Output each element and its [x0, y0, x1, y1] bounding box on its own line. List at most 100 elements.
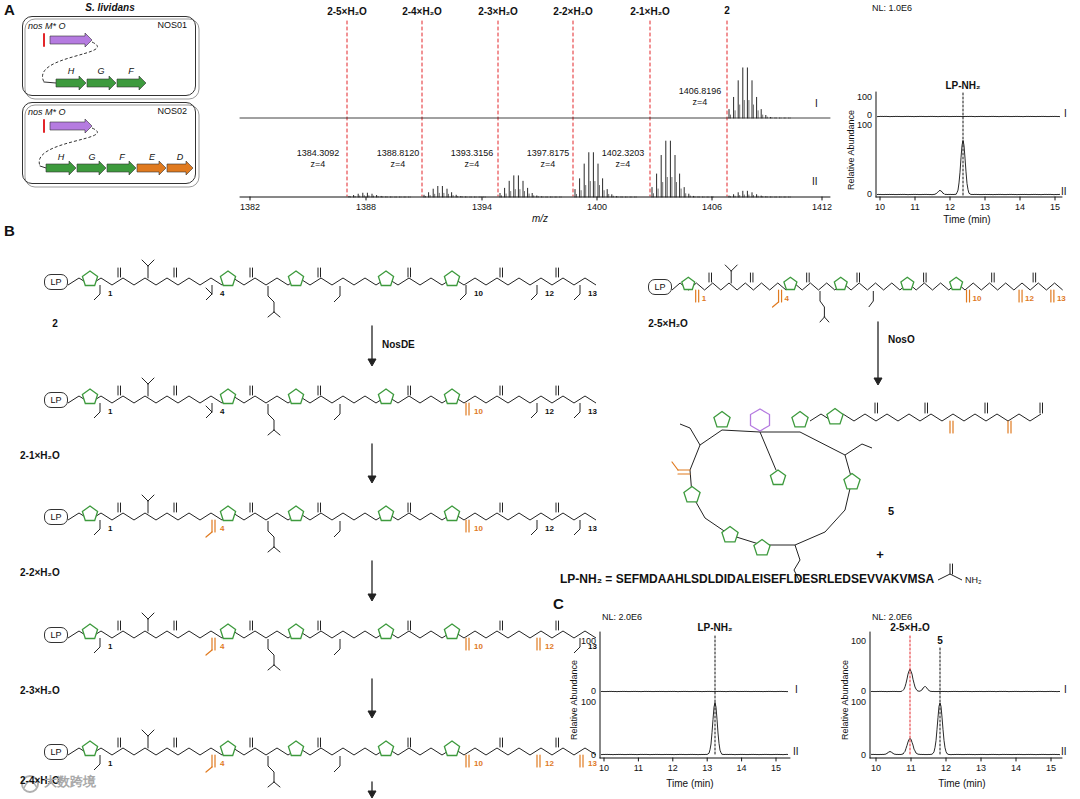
isotope-peak	[738, 193, 739, 197]
isotope-peak	[670, 141, 671, 197]
isotope-peak	[451, 193, 452, 197]
species-label: 2-2×H₂O	[553, 6, 593, 18]
bond-line	[142, 378, 148, 384]
arrow-head	[368, 594, 376, 601]
tick	[712, 197, 713, 200]
isotope-peak	[588, 153, 589, 197]
isotope-peak	[448, 194, 449, 197]
dehydro-bond	[672, 462, 678, 470]
bond-line	[410, 621, 411, 630]
dehydro-bond	[465, 755, 466, 767]
isotope-peak	[541, 196, 542, 197]
isotope-peak	[425, 196, 426, 198]
side-chain	[334, 404, 340, 420]
bond-line	[927, 403, 928, 413]
dehydro-bond	[678, 473, 690, 474]
peptide-backbone	[68, 631, 596, 638]
residue-number: 10	[474, 289, 483, 298]
isotope-peak	[788, 117, 789, 118]
bond-line	[148, 619, 149, 631]
bond-line	[142, 613, 148, 619]
isotope-peak	[401, 196, 402, 197]
bond-line	[176, 738, 177, 747]
arrow-head	[368, 359, 376, 366]
bond-line	[987, 403, 988, 413]
box-shadow	[25, 105, 199, 187]
isotope-peak	[747, 68, 748, 118]
dehydro-bond	[206, 767, 212, 772]
thiazole-ring	[220, 506, 235, 521]
isotope-peak	[524, 191, 525, 197]
peptide-backbone	[68, 513, 596, 520]
bond-line	[118, 738, 119, 747]
watermark: 大数跨境	[44, 775, 96, 790]
bond-line	[558, 621, 559, 630]
tick	[985, 197, 986, 200]
residue-number: 10	[474, 759, 483, 768]
isotope-peak	[466, 196, 467, 197]
residue-number: 1	[702, 294, 706, 303]
isotope-peak	[622, 196, 623, 197]
tick-label: 13	[976, 763, 986, 773]
thiazole-ring	[378, 506, 393, 521]
bond-line	[320, 268, 321, 277]
isotope-peak	[698, 196, 699, 197]
isotope-peak	[779, 117, 780, 118]
bond-line	[252, 621, 253, 630]
compound-label: 2-3×H₂O	[20, 685, 60, 697]
tick-label: 100	[581, 636, 596, 646]
bond-line	[806, 273, 807, 282]
bond-line	[502, 503, 503, 512]
bond-line	[118, 621, 119, 630]
isotope-peak	[362, 193, 363, 197]
thiazole-ring	[714, 412, 730, 427]
leader-peptide-box: LP	[44, 274, 68, 290]
isotope-peak	[742, 68, 743, 118]
tick-label: 14	[1015, 202, 1025, 212]
chromatogram-trace	[601, 703, 788, 756]
bond-line	[824, 317, 828, 322]
amide-bond	[938, 574, 962, 580]
isotope-peak	[653, 194, 654, 197]
bond-line	[174, 503, 175, 512]
species-label: 2	[724, 5, 730, 17]
dehydro-bond	[773, 302, 779, 307]
isotope-peak	[604, 191, 605, 197]
isotope-peak	[404, 196, 405, 197]
plus-sign: +	[876, 548, 884, 563]
bond-line	[274, 547, 280, 552]
isotope-peak	[443, 193, 444, 197]
axis-title: Relative Abundance	[840, 660, 850, 740]
isotope-peak	[707, 196, 708, 197]
isotope-peak	[501, 196, 502, 197]
isotope-peak	[378, 196, 379, 198]
isotope-peak	[621, 196, 622, 197]
side-chain	[94, 403, 100, 418]
axis-title: Time (min)	[938, 778, 985, 790]
mutation-mark	[43, 120, 45, 132]
bond-line	[558, 738, 559, 747]
isotope-peak	[405, 196, 406, 197]
tick-label: 1388	[356, 202, 376, 212]
residue-number: 10	[474, 407, 483, 416]
species-label: 2-5×H₂O	[327, 6, 367, 18]
side-chain	[94, 755, 100, 770]
bond-line	[857, 273, 858, 282]
dehydro-bond	[781, 290, 782, 302]
dehydro-bond	[465, 638, 466, 650]
isotope-peak	[359, 196, 360, 197]
isotope-peak	[607, 189, 608, 197]
bond-line	[556, 738, 557, 747]
bond-line	[174, 268, 175, 277]
bond-line	[408, 386, 409, 395]
bond-line	[118, 268, 119, 277]
thiazole-ring	[82, 506, 97, 521]
residue-number: 12	[545, 642, 554, 651]
bond-line	[502, 738, 503, 747]
tick	[981, 758, 982, 761]
isotope-peak	[756, 195, 757, 197]
bond-line	[502, 621, 503, 630]
chromatogram-trace	[877, 116, 1060, 118]
gene-label: H	[58, 152, 65, 162]
isotope-peak	[765, 115, 766, 118]
